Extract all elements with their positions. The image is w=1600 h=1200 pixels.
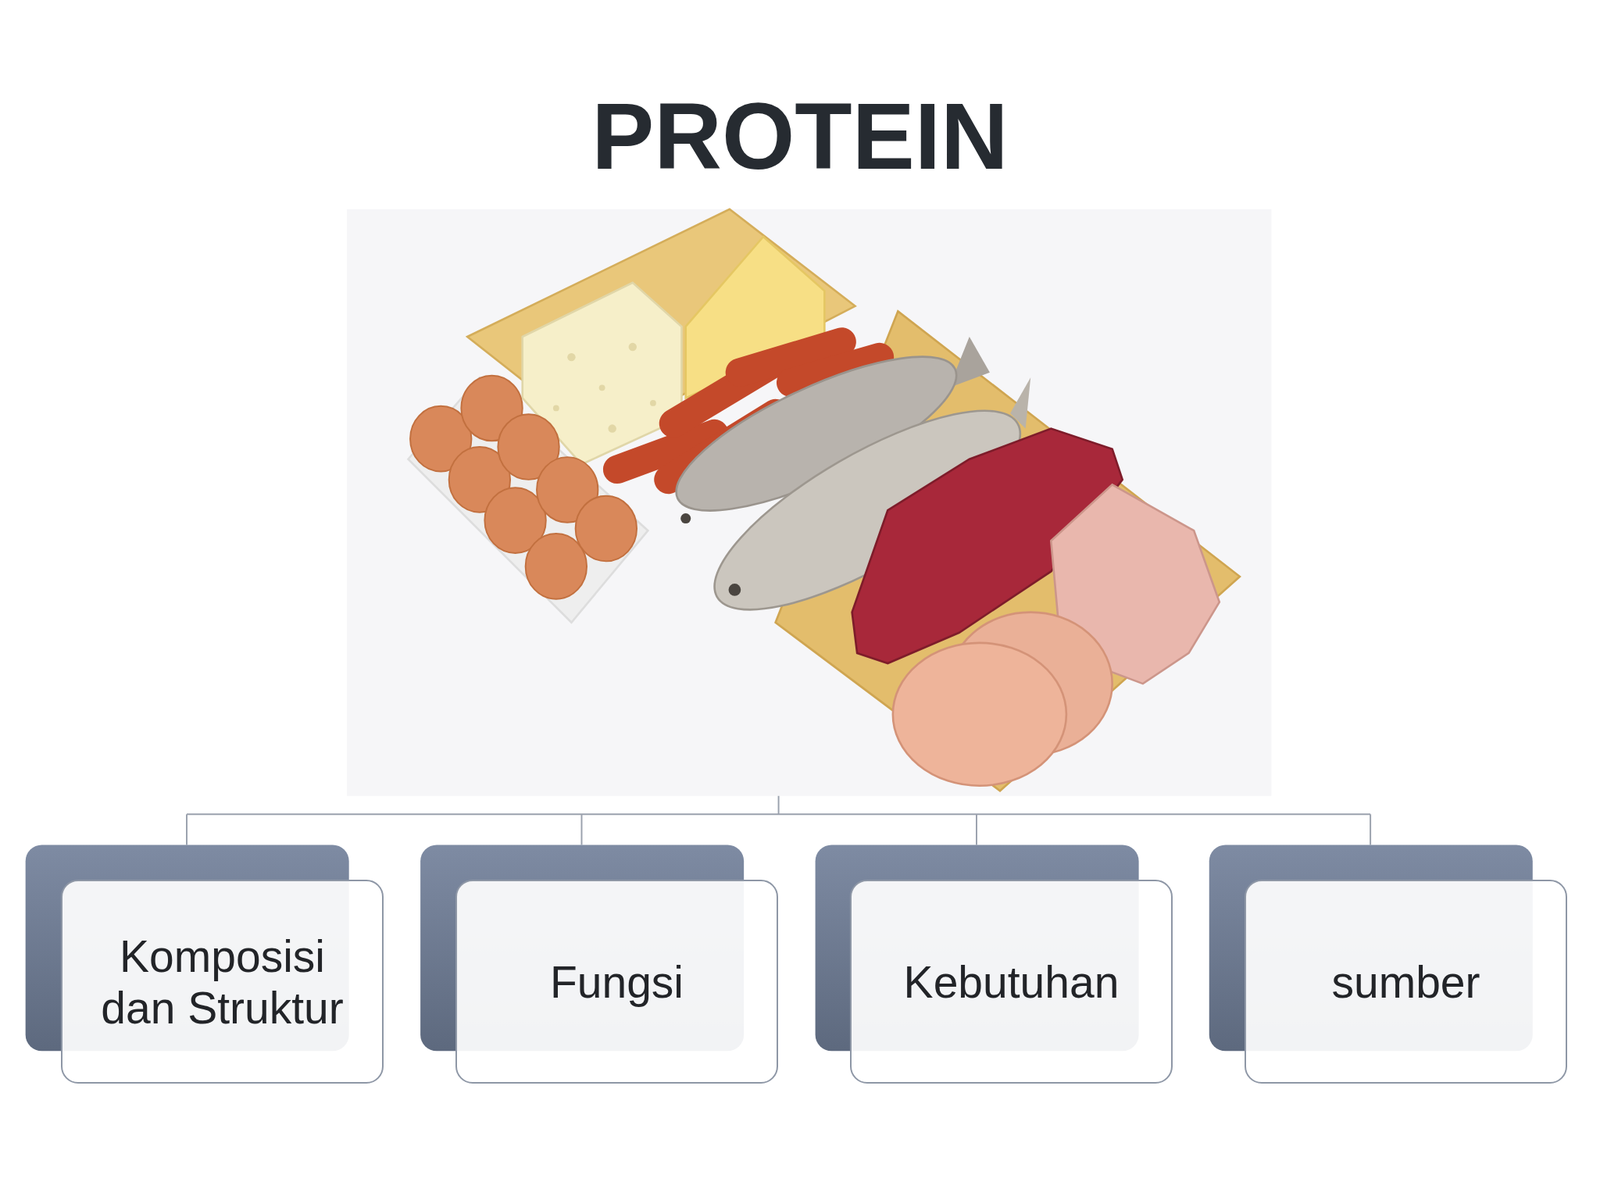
topic-label: sumber	[1331, 956, 1480, 1008]
topic-label: Komposisi dan Struktur	[81, 930, 364, 1034]
food-photo	[407, 209, 1240, 791]
topic-box: Kebutuhan	[850, 879, 1173, 1084]
tree-lines	[186, 796, 1371, 846]
topic-label: Kebutuhan	[903, 956, 1120, 1008]
topic-box: Komposisi dan Struktur	[60, 879, 384, 1084]
topic-label: Fungsi	[550, 956, 684, 1008]
photo-ground	[346, 209, 1272, 797]
topic-box: sumber	[1244, 879, 1568, 1084]
title: PROTEIN	[0, 81, 1600, 191]
topic-box: Fungsi	[455, 879, 779, 1084]
